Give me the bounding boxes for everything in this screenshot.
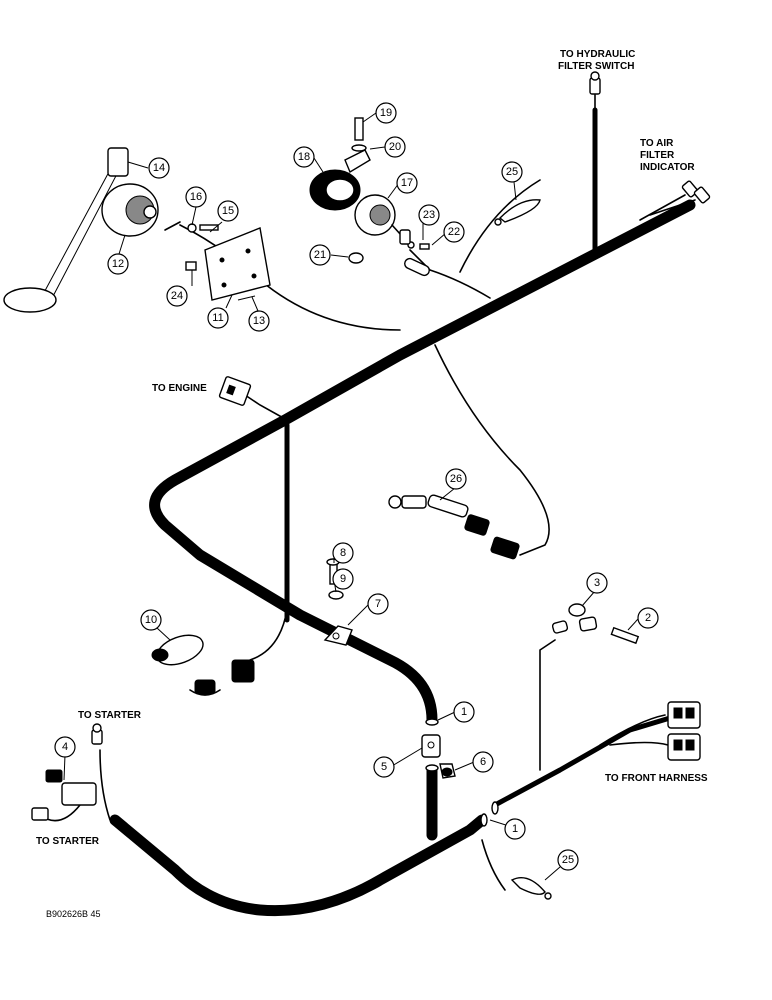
svg-text:23: 23 [423,209,435,221]
temperature-sender [388,494,520,560]
callout-25a: 25 [501,161,523,183]
svg-text:4: 4 [62,741,68,753]
sensor-assembly [309,117,411,246]
callout-8: 8 [332,542,354,564]
callout-20: 20 [384,136,406,158]
wire-branches [39,179,696,891]
label-to-hydraulic: TO HYDRAULIC [560,49,635,60]
fuel-sender [3,147,159,313]
label-to-starter-top: TO STARTER [78,710,142,721]
callout-25b: 25 [557,849,579,871]
callout-23: 23 [418,204,440,226]
label-to-engine: TO ENGINE [152,383,207,394]
svg-text:5: 5 [381,761,387,773]
callout-24: 24 [166,285,188,307]
front-harness-connectors [667,701,701,761]
svg-text:11: 11 [212,312,223,324]
callout-3: 3 [586,572,608,594]
svg-text:9: 9 [340,573,346,585]
svg-text:3: 3 [594,577,600,589]
callout-11: 11 [207,307,229,329]
label-filter: FILTER [640,150,675,161]
harness-breaks [425,718,499,827]
svg-text:13: 13 [253,315,265,327]
callout-12: 12 [107,253,129,275]
oil-pressure-sensor [151,634,255,695]
svg-text:1: 1 [461,706,467,718]
text-labels: TO HYDRAULIC FILTER SWITCH TO AIR FILTER… [36,49,708,919]
callout-6: 6 [472,751,494,773]
callout-1b: 1 [504,818,526,840]
callout-7: 7 [367,593,389,615]
callout-22: 22 [443,221,465,243]
ground-strap-bottom [510,877,552,900]
svg-text:24: 24 [171,290,183,302]
svg-text:25: 25 [562,854,574,866]
callout-10: 10 [140,609,162,631]
svg-text:25: 25 [506,166,518,178]
callout-1a: 1 [453,701,475,723]
air-filter-terminals [681,180,711,204]
callout-26: 26 [445,468,467,490]
callout-13: 13 [248,310,270,332]
callout-4: 4 [54,736,76,758]
callout-19: 19 [375,102,397,124]
callout-18: 18 [293,146,315,168]
callout-5: 5 [373,756,395,778]
svg-text:10: 10 [145,614,157,626]
label-indicator: INDICATOR [640,162,695,173]
svg-text:22: 22 [448,226,460,238]
mounting-plate [164,221,271,301]
starter-relay [31,723,103,821]
label-to-air: TO AIR [640,138,674,149]
svg-text:15: 15 [222,205,234,217]
small-hardware [348,229,430,277]
svg-text:14: 14 [153,162,165,174]
svg-text:7: 7 [375,598,381,610]
svg-text:17: 17 [401,177,413,189]
leader-lines [63,112,639,881]
label-filter-switch: FILTER SWITCH [558,61,634,72]
svg-text:6: 6 [480,756,486,768]
harness-clamp [421,734,456,779]
callout-17: 17 [396,172,418,194]
svg-text:2: 2 [645,612,651,624]
svg-text:20: 20 [389,141,401,153]
callout-21: 21 [309,244,331,266]
svg-text:8: 8 [340,547,346,559]
label-to-front-harness: TO FRONT HARNESS [605,773,708,784]
svg-text:16: 16 [190,191,202,203]
svg-text:21: 21 [314,249,326,261]
callout-9: 9 [332,568,354,590]
callout-16: 16 [185,186,207,208]
svg-text:26: 26 [450,473,462,485]
svg-text:18: 18 [298,151,310,163]
clamp-hardware [323,558,353,646]
svg-text:19: 19 [380,107,392,119]
drawing-code: B902626B 45 [46,909,101,919]
svg-text:1: 1 [512,823,518,835]
svg-text:12: 12 [112,258,124,270]
callout-14: 14 [148,157,170,179]
hydraulic-switch-terminal [589,71,601,111]
callout-15: 15 [217,200,239,222]
ground-bolt [551,603,640,645]
callout-2: 2 [637,607,659,629]
main-harness [109,107,696,917]
label-to-starter-bottom: TO STARTER [36,836,100,847]
ground-strap-top [494,199,541,226]
engine-connector [218,376,252,406]
